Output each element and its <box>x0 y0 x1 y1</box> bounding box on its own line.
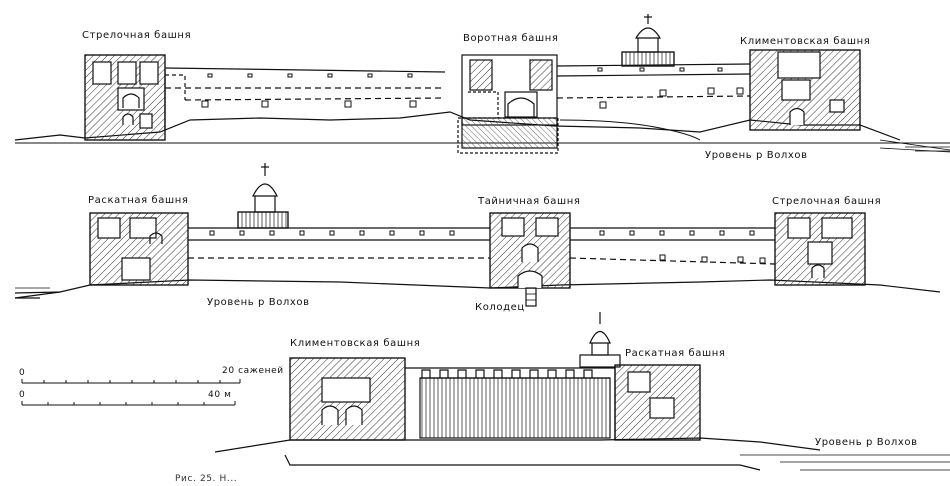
label-bottom-klimentovskaya: Климентовская башня <box>290 338 421 349</box>
figure-caption: Рис. 25. Н... <box>175 474 238 484</box>
sazhen-scale-ticks <box>21 379 241 383</box>
label-top-vorotnaya: Воротная башня <box>463 33 559 44</box>
label-middle-raskatnaya: Раскатная башня <box>88 195 189 206</box>
scale-sazhen-zero: 0 <box>19 368 26 378</box>
label-top-river-level: Уровень р Волхов <box>705 150 808 161</box>
middle-wall-loopholes <box>209 230 766 264</box>
scale-sazhen-max: 20 саженей <box>222 366 284 376</box>
bottom-church <box>579 312 621 368</box>
label-top-klimentovskaya: Климентовская башня <box>740 36 871 47</box>
label-top-strelochnaya: Стрелочная башня <box>82 30 192 41</box>
top-church <box>621 14 675 67</box>
bottom-elevation <box>214 312 950 471</box>
top-left-wall-loopholes <box>201 73 417 108</box>
top-right-wall-loopholes <box>597 67 744 109</box>
bottom-crenellation <box>421 369 593 378</box>
label-middle-tainichnaya: Тайничная башня <box>478 196 581 207</box>
scale-meter-max: 40 м <box>208 390 232 400</box>
scale-meter-zero: 0 <box>19 390 26 400</box>
meter-scale-ticks <box>21 401 236 405</box>
scale-bars <box>21 379 241 406</box>
bottom-wall <box>419 377 611 439</box>
label-bottom-raskatnaya: Раскатная башня <box>625 348 726 359</box>
label-middle-strelochnaya: Стрелочная башня <box>772 196 882 207</box>
middle-elevation <box>14 163 941 307</box>
label-bottom-river-level: Уровень р Волхов <box>815 437 918 448</box>
middle-church <box>237 163 289 229</box>
label-middle-well: Колодец <box>475 302 525 313</box>
top-elevation <box>14 14 950 154</box>
label-middle-river-level: Уровень р Волхов <box>207 297 310 308</box>
